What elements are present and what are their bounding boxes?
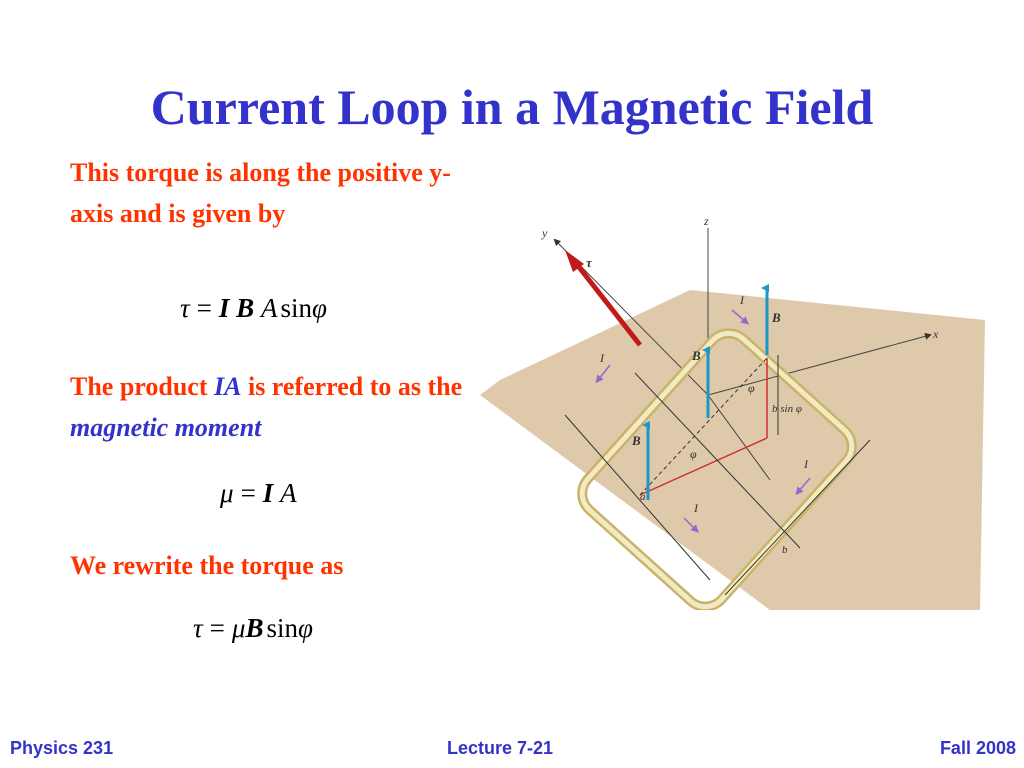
tau-symbol: τ <box>180 293 190 323</box>
x-axis <box>707 332 932 396</box>
text-segment: The product <box>70 372 214 401</box>
current-label: I <box>693 501 699 515</box>
dimension-a <box>564 414 711 581</box>
area-symbol: A <box>280 478 297 508</box>
red-line <box>639 437 768 496</box>
b-sin-phi-label: b sin φ <box>772 403 802 415</box>
axis-line <box>707 394 771 481</box>
field-symbol: B <box>236 293 255 323</box>
footer-term: Fall 2008 <box>939 738 1016 758</box>
a-label: a <box>640 491 646 503</box>
current-symbol: I <box>262 478 274 508</box>
text-segment: is referred to as the <box>241 372 463 401</box>
torque-vector-arrow <box>573 260 642 347</box>
mu-symbol: μ <box>231 613 246 643</box>
slide-title: Current Loop in a Magnetic Field <box>150 79 874 135</box>
equals-sign: = <box>196 293 212 323</box>
magnetic-moment-equation: μ=I A <box>220 478 297 509</box>
b-label: B <box>631 433 641 448</box>
current-arrow <box>595 364 611 384</box>
footer-course: Physics 231 <box>10 738 114 758</box>
phi-label: φ <box>690 447 697 461</box>
torque-arrowhead <box>565 250 584 272</box>
torque-description: This torque is along the positive y-axis… <box>70 158 451 228</box>
mu-symbol: μ <box>220 478 234 508</box>
center-line <box>634 372 801 549</box>
sin-function: sin <box>280 293 312 323</box>
ia-term: IA <box>214 372 242 401</box>
sin-function: sin <box>266 613 298 643</box>
footer-lecture: Lecture 7-21 <box>447 738 554 758</box>
dimension-b <box>724 439 871 596</box>
equals-sign: = <box>240 478 256 508</box>
current-label: I <box>739 293 745 307</box>
rewrite-description: We rewrite the torque as <box>70 551 344 580</box>
z-axis-label: z <box>703 214 709 228</box>
torque-label: τ <box>586 255 593 270</box>
current-label: I <box>803 457 809 471</box>
phi-label: φ <box>748 381 755 395</box>
dashed-line <box>639 357 768 496</box>
phi-symbol: φ <box>298 613 313 643</box>
field-symbol: B <box>245 613 264 643</box>
current-arrow <box>683 517 699 533</box>
b-dimension-label: b <box>782 544 788 556</box>
y-axis-label: y <box>541 226 548 240</box>
magnetic-moment-description: The product IA is referred to as the mag… <box>70 366 470 448</box>
current-symbol: I <box>218 293 230 323</box>
magnetic-moment-term: magnetic moment <box>70 413 262 442</box>
b-label: B <box>691 348 701 363</box>
b-label: B <box>771 310 781 325</box>
tau-symbol: τ <box>193 613 203 643</box>
equals-sign: = <box>209 613 225 643</box>
current-loop-figure: y z x τ B B B I I I I φ φ b sin φ a b <box>480 214 985 610</box>
area-symbol: A <box>260 293 278 323</box>
phi-symbol: φ <box>311 293 327 323</box>
current-arrow <box>795 477 811 496</box>
x-axis-label: x <box>932 327 939 341</box>
current-label: I <box>599 351 605 365</box>
current-arrow <box>731 309 750 325</box>
